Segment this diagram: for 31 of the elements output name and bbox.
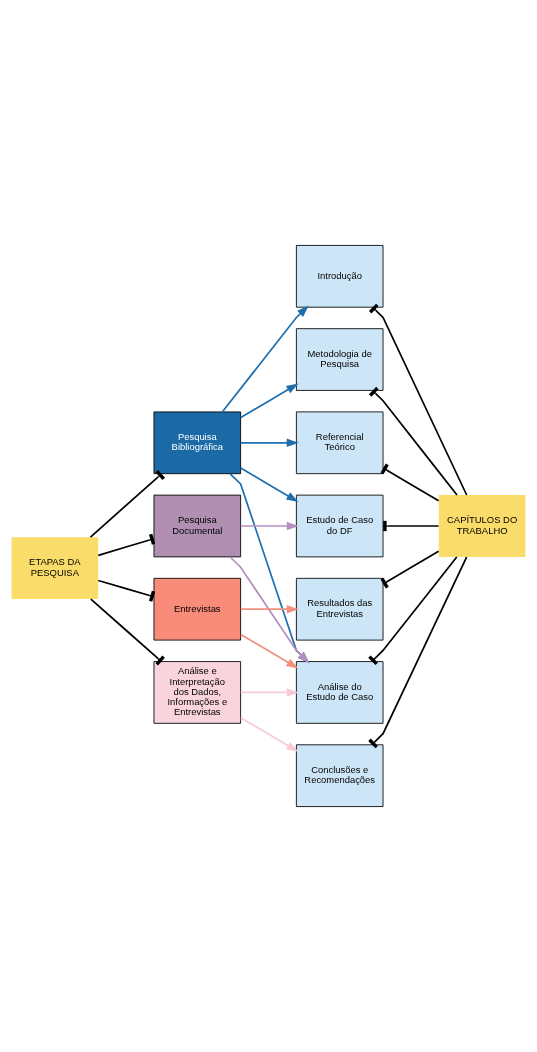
connector [382,520,440,532]
arrow [239,688,299,697]
arrow [239,467,299,503]
node-box: Pesquisa Documental [153,494,242,558]
node-box: Introdução [295,245,384,308]
connector [90,598,165,666]
node-box: CAPÍTULOS DO TRABALHO [438,495,526,557]
arrow [239,605,299,614]
node-box: Estudo de Caso do DF [295,494,384,558]
arrow [239,383,299,419]
connector [89,469,165,538]
connector [380,550,440,589]
arrow [239,521,299,531]
node-box: Análise e Interpretação dos Dados, Informações e Entrevistas [153,661,242,724]
node-box: Entrevistas [153,577,242,641]
node-box: Metodologia de Pesquisa [295,328,384,391]
arrow [239,716,299,752]
node-box: Pesquisa Bibliográfica [153,411,242,475]
node-box: Resultados das Entrevistas [295,577,384,641]
connector [368,386,458,496]
node-box: Análise do Estudo de Caso [295,661,384,724]
arrow [229,556,310,664]
arrow [229,472,310,664]
arrow [221,305,309,413]
node-box: ETAPAS DA PESQUISA [11,537,99,599]
node-box: Referencial Teórico [295,411,384,475]
connector [97,533,156,557]
arrow [239,633,299,669]
node-box: Conclusões e Recomendações [295,744,384,807]
arrow [239,438,299,447]
connector [380,463,440,502]
